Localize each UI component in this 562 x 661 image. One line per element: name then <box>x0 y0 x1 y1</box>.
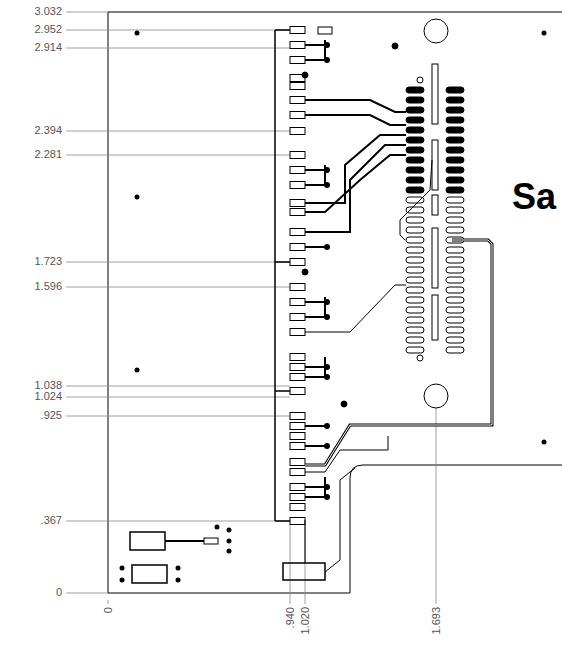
smd-pad <box>290 354 305 361</box>
smd-pad <box>290 209 305 216</box>
components <box>120 525 232 584</box>
smd-pad <box>290 314 305 321</box>
leader-line <box>66 155 290 156</box>
smd-pad <box>290 423 305 430</box>
dimension-label: 1.693 <box>431 607 442 635</box>
leader-line <box>66 131 290 132</box>
leader-line <box>108 600 109 604</box>
leader-line <box>290 525 291 604</box>
dimension-label: 1.038 <box>34 380 62 391</box>
mounting-hole <box>424 384 448 408</box>
smd-pad <box>290 329 305 336</box>
smd-pad <box>290 229 305 236</box>
via <box>393 44 398 49</box>
connector-footprint <box>302 43 464 407</box>
pad-column <box>275 27 330 525</box>
smd-pad <box>290 259 305 266</box>
smd-pad <box>290 27 305 34</box>
leader-line <box>66 287 290 288</box>
smd-pad <box>290 388 305 395</box>
smd-pad <box>290 244 305 251</box>
leader-line <box>66 12 108 13</box>
traces <box>283 100 492 580</box>
smd-pad <box>290 200 305 207</box>
dimension-label: 1.024 <box>34 391 62 402</box>
via <box>135 368 140 373</box>
smd-pad <box>290 112 305 119</box>
via <box>542 31 547 36</box>
smd-pad <box>290 167 305 174</box>
leader-line <box>436 400 437 604</box>
smd-pad <box>290 374 305 381</box>
smd-pad <box>290 83 305 90</box>
leader-line <box>66 397 290 398</box>
leader-line <box>66 386 290 387</box>
dimension-label: 2.914 <box>34 42 62 53</box>
board-outline <box>108 12 562 593</box>
dimension-label: 1.723 <box>34 256 62 267</box>
dimension-label: 2.952 <box>34 24 62 35</box>
via <box>542 440 547 445</box>
dimension-label: 0 <box>103 607 114 613</box>
leader-line <box>66 48 290 49</box>
leader-line <box>66 593 108 594</box>
smd-pad <box>290 459 305 466</box>
smd-pad <box>290 518 305 525</box>
smd-pad <box>290 364 305 371</box>
leader-line <box>66 30 290 31</box>
dimension-label: 1.020 <box>300 607 311 635</box>
dimension-label: 0 <box>56 587 62 598</box>
smd-pad <box>290 57 305 64</box>
smd-pad <box>290 152 305 159</box>
smd-pad <box>290 433 305 440</box>
dimension-leaders <box>66 12 436 604</box>
leader-line <box>66 521 290 522</box>
via <box>135 195 140 200</box>
smd-pad <box>290 128 305 135</box>
via <box>342 402 347 407</box>
dimension-label: .367 <box>41 515 62 526</box>
dimension-label: .940 <box>285 607 296 628</box>
dimension-label: 3.032 <box>34 6 62 17</box>
smd-pad <box>290 182 305 189</box>
smd-pad <box>290 413 305 420</box>
smd-pad <box>290 469 305 476</box>
smd-pad <box>290 299 305 306</box>
smd-pad <box>290 443 305 450</box>
smd-pad <box>290 97 305 104</box>
smd-pad <box>290 494 305 501</box>
smd-pad <box>290 42 305 49</box>
dimension-label: 2.281 <box>34 149 62 160</box>
smd-pad <box>290 504 305 511</box>
dimension-label: 2.394 <box>34 125 62 136</box>
via <box>135 31 140 36</box>
dimension-label: 1.596 <box>34 281 62 292</box>
smd-pad <box>290 284 305 291</box>
dimension-label: .925 <box>41 410 62 421</box>
leader-line <box>66 416 290 417</box>
board-title: Sa <box>512 177 556 217</box>
mounting-hole <box>424 19 448 43</box>
via <box>303 73 308 78</box>
smd-pad <box>290 484 305 491</box>
leader-line <box>66 262 290 263</box>
